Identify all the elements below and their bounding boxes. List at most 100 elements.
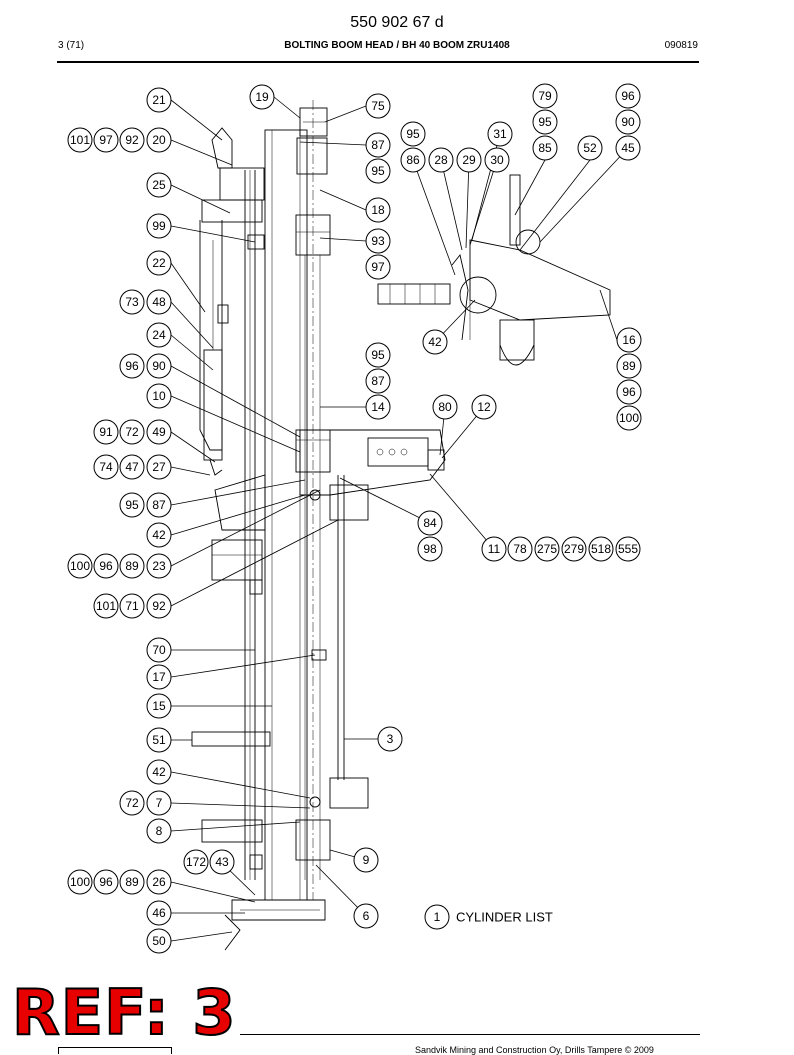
svg-text:92: 92	[125, 133, 139, 147]
callout-18: 18	[365, 197, 391, 223]
callout-87: 87	[365, 132, 391, 158]
svg-text:100: 100	[619, 411, 639, 425]
document-title: BOLTING BOOM HEAD / BH 40 BOOM ZRU1408	[284, 40, 510, 51]
svg-text:50: 50	[152, 934, 166, 948]
leader-lines	[170, 96, 629, 942]
svg-text:17: 17	[152, 670, 166, 684]
svg-text:89: 89	[125, 875, 139, 889]
callout-51: 51	[146, 727, 172, 753]
callout-89: 89	[119, 869, 145, 895]
svg-text:49: 49	[152, 425, 166, 439]
callout-100: 100	[67, 553, 93, 579]
svg-text:79: 79	[538, 89, 552, 103]
callout-101: 101	[67, 127, 93, 153]
callout-3: 3	[377, 726, 403, 752]
callout-bubbles: 21 19 75 101 97 92 20 87 95 25 18 99 93 …	[67, 83, 642, 954]
svg-text:28: 28	[434, 153, 448, 167]
callout-15: 15	[146, 693, 172, 719]
svg-text:30: 30	[490, 153, 504, 167]
callout-86: 86	[400, 147, 426, 173]
callout-29: 29	[456, 147, 482, 173]
svg-text:72: 72	[125, 796, 139, 810]
callout-275: 275	[534, 536, 560, 562]
svg-text:15: 15	[152, 699, 166, 713]
callout-78: 78	[507, 536, 533, 562]
svg-text:20: 20	[152, 133, 166, 147]
svg-text:93: 93	[371, 234, 385, 248]
callout-16: 16	[616, 327, 642, 353]
callout-100: 100	[67, 869, 93, 895]
callout-93: 93	[365, 228, 391, 254]
callout-101: 101	[93, 593, 119, 619]
callout-52: 52	[577, 135, 603, 161]
callout-26: 26	[146, 869, 172, 895]
svg-text:96: 96	[125, 359, 139, 373]
svg-text:78: 78	[513, 542, 527, 556]
callout-50: 50	[146, 928, 172, 954]
svg-text:92: 92	[152, 599, 166, 613]
svg-text:31: 31	[493, 127, 507, 141]
callout-99: 99	[146, 213, 172, 239]
svg-text:9: 9	[363, 853, 370, 867]
document-date: 090819	[664, 40, 698, 51]
svg-text:42: 42	[152, 528, 166, 542]
callout-30: 30	[484, 147, 510, 173]
copyright-text: Sandvik Mining and Construction Oy, Dril…	[415, 1045, 654, 1055]
callout-14: 14	[365, 394, 391, 420]
callout-96: 96	[615, 83, 641, 109]
callout-72: 72	[119, 790, 145, 816]
callout-95: 95	[119, 492, 145, 518]
callout-95: 95	[365, 158, 391, 184]
callout-91: 91	[93, 419, 119, 445]
svg-text:84: 84	[423, 516, 437, 530]
page-number: 3 (71)	[58, 40, 85, 51]
callout-96: 96	[119, 353, 145, 379]
callout-42: 42	[422, 329, 448, 355]
svg-text:25: 25	[152, 178, 166, 192]
callout-48: 48	[146, 289, 172, 315]
footer-rule	[240, 1034, 700, 1035]
svg-text:91: 91	[99, 425, 113, 439]
callout-49: 49	[146, 419, 172, 445]
svg-text:11: 11	[488, 542, 501, 556]
callout-96: 96	[93, 553, 119, 579]
svg-text:12: 12	[477, 400, 491, 414]
ref-stamp: REF: 3	[11, 976, 237, 1049]
svg-text:46: 46	[152, 906, 166, 920]
callout-9: 9	[353, 847, 379, 873]
svg-text:16: 16	[622, 333, 636, 347]
callout-1: 1	[424, 904, 450, 930]
callout-47: 47	[119, 454, 145, 480]
callout-172: 172	[183, 849, 209, 875]
svg-text:42: 42	[152, 765, 166, 779]
callout-43: 43	[209, 849, 235, 875]
header-rule	[57, 61, 699, 63]
svg-text:71: 71	[125, 599, 139, 613]
svg-text:23: 23	[152, 559, 166, 573]
callout-11: 11	[481, 536, 507, 562]
svg-text:14: 14	[371, 400, 385, 414]
callout-87: 87	[146, 492, 172, 518]
callout-70: 70	[146, 637, 172, 663]
svg-text:24: 24	[152, 328, 166, 342]
callout-72: 72	[119, 419, 145, 445]
svg-text:21: 21	[152, 93, 166, 107]
svg-text:87: 87	[152, 498, 166, 512]
svg-text:22: 22	[152, 256, 166, 270]
svg-text:10: 10	[152, 389, 166, 403]
svg-text:98: 98	[423, 542, 437, 556]
svg-text:75: 75	[371, 99, 385, 113]
callout-518: 518	[588, 536, 614, 562]
svg-text:100: 100	[70, 559, 90, 573]
svg-text:89: 89	[125, 559, 139, 573]
callout-89: 89	[616, 353, 642, 379]
svg-text:90: 90	[152, 359, 166, 373]
callout-71: 71	[119, 593, 145, 619]
svg-text:45: 45	[621, 141, 635, 155]
callout-92: 92	[146, 593, 172, 619]
svg-text:48: 48	[152, 295, 166, 309]
callout-279: 279	[561, 536, 587, 562]
callout-28: 28	[428, 147, 454, 173]
callout-90: 90	[146, 353, 172, 379]
